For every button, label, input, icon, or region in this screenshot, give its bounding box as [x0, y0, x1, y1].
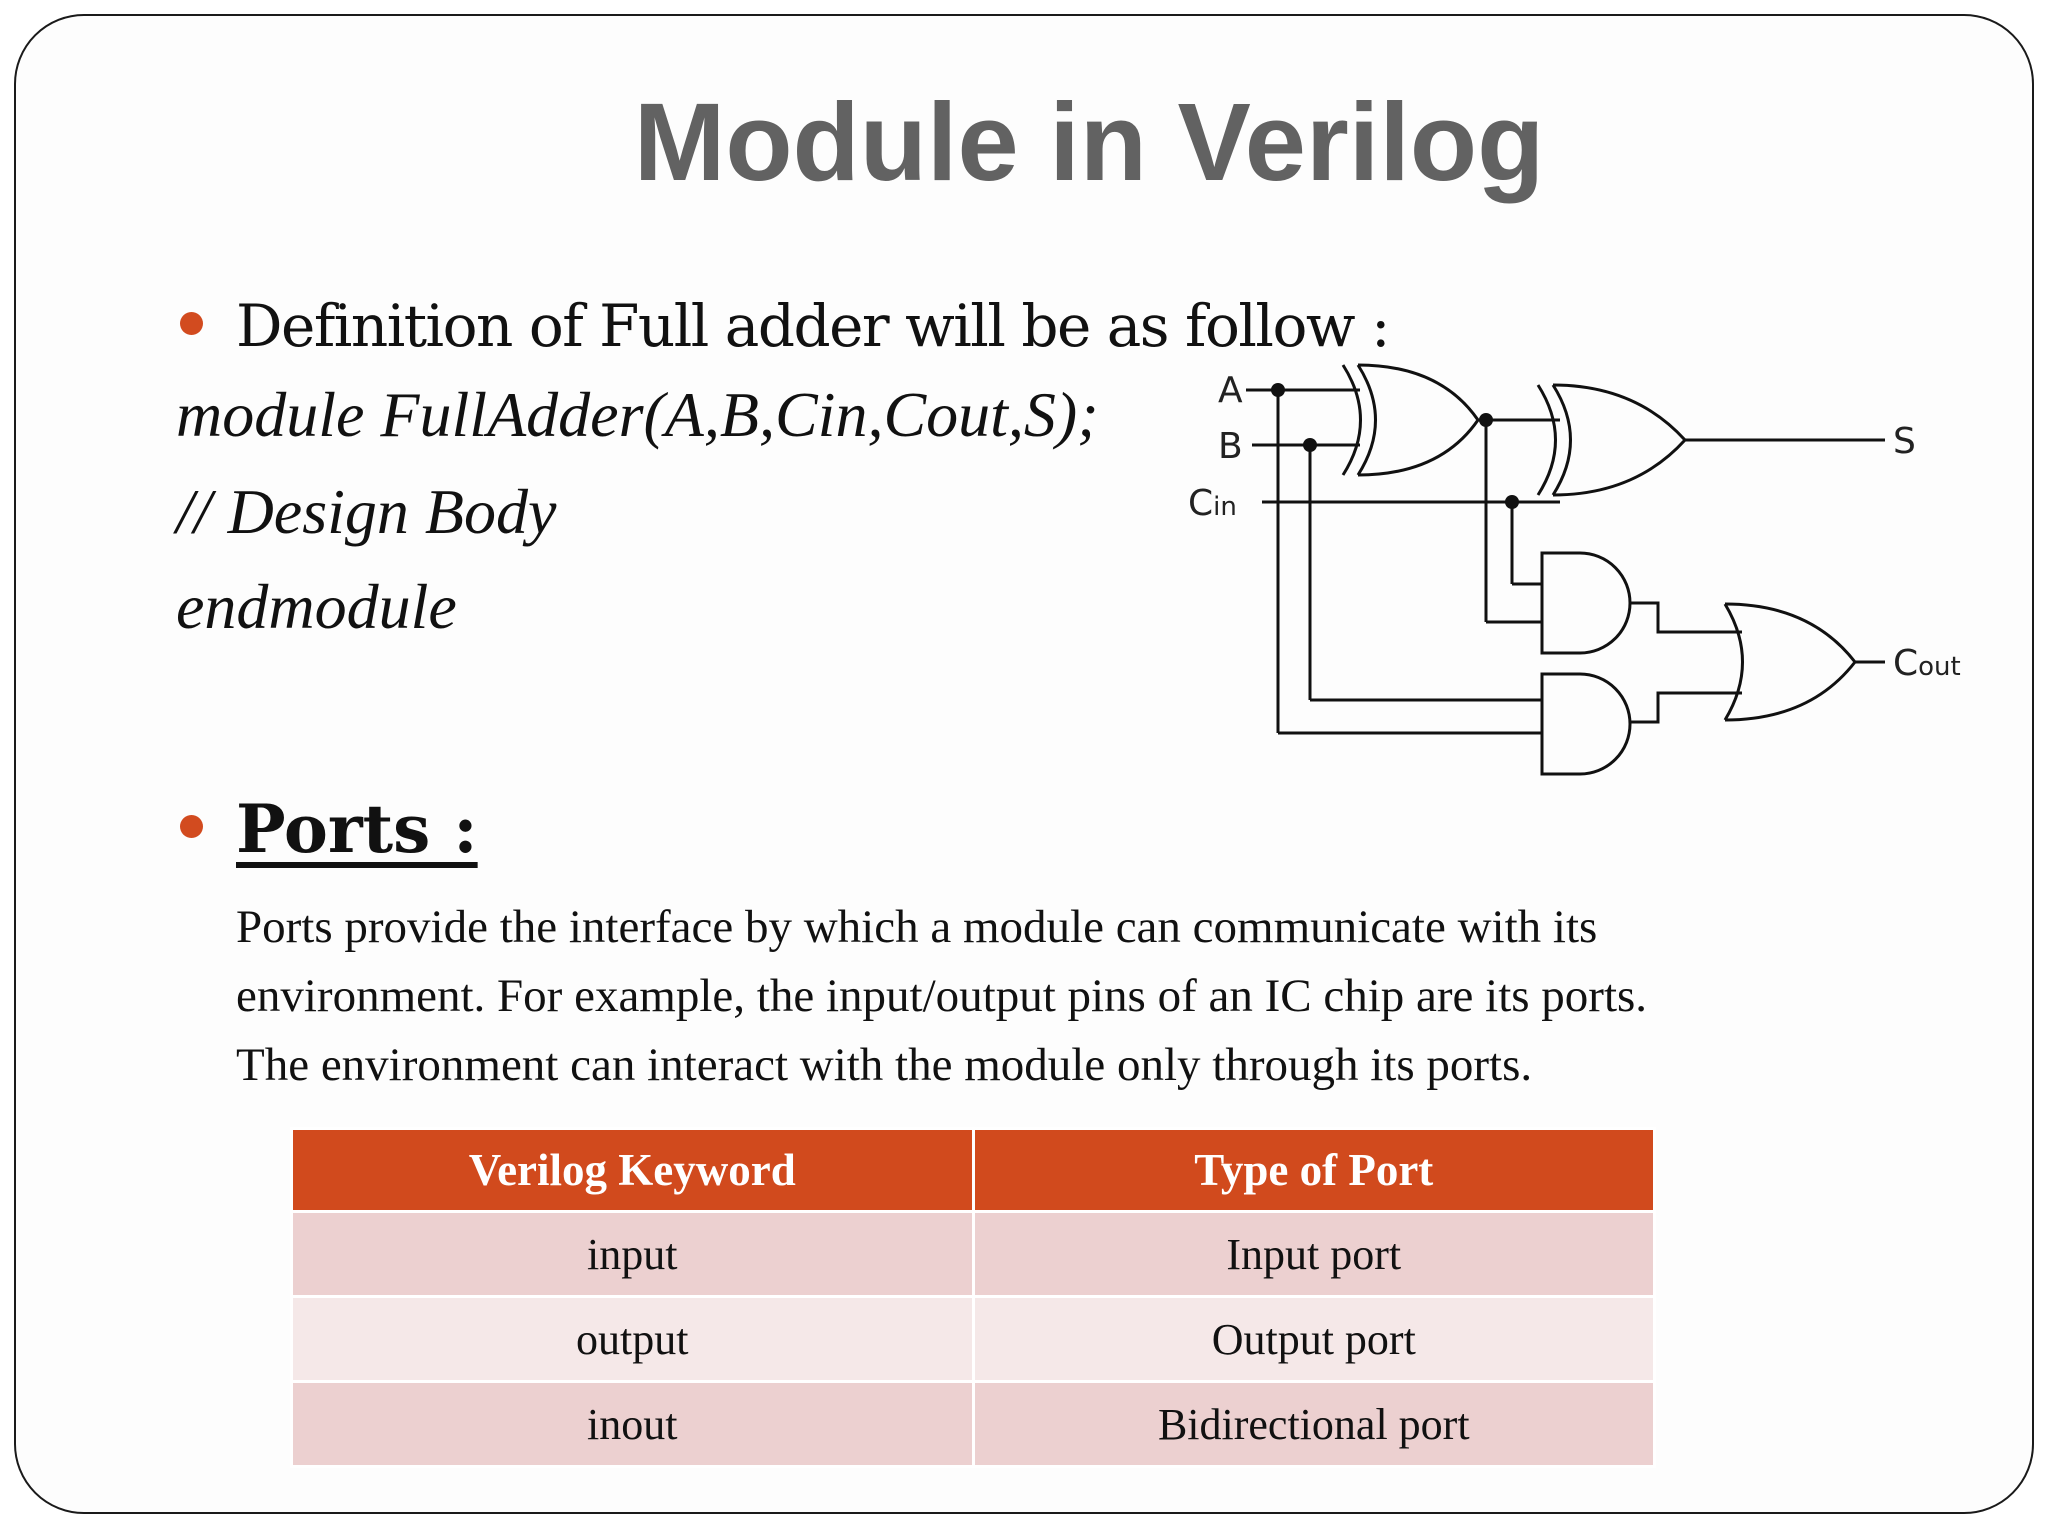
table-header-row: Verilog Keyword Type of Port: [290, 1127, 1656, 1213]
keyword-cell: inout: [290, 1380, 975, 1468]
label-cout: Cout: [1893, 643, 1961, 684]
label-cin: Cin: [1188, 483, 1237, 524]
label-s: S: [1893, 421, 1916, 462]
code-line-1: module FullAdder(A,B,Cin,Cout,S);: [176, 379, 1099, 450]
table-row: input Input port: [290, 1210, 1656, 1298]
label-b: B: [1218, 426, 1243, 467]
header-verilog-keyword: Verilog Keyword: [290, 1127, 975, 1213]
label-a: A: [1218, 370, 1243, 411]
paragraph-line-3: The environment can interact with the mo…: [236, 1039, 1533, 1091]
ports-heading: Ports :: [236, 790, 478, 868]
paragraph-line-2: environment. For example, the input/outp…: [236, 970, 1648, 1022]
type-cell: Bidirectional port: [971, 1380, 1656, 1468]
code-line-3: endmodule: [176, 571, 457, 642]
paragraph-line-1: Ports provide the interface by which a m…: [236, 901, 1598, 953]
type-cell: Input port: [971, 1210, 1656, 1298]
full-adder-circuit: A B Cin S Cout: [1188, 363, 1961, 776]
ports-paragraph: Ports provide the interface by which a m…: [236, 893, 1856, 1100]
type-cell: Output port: [971, 1295, 1656, 1383]
keyword-cell: input: [290, 1210, 975, 1298]
table-row: inout Bidirectional port: [290, 1380, 1656, 1468]
header-type-of-port: Type of Port: [971, 1127, 1656, 1213]
table-row: output Output port: [290, 1295, 1656, 1383]
definition-text: Definition of Full adder will be as foll…: [236, 292, 1391, 360]
code-line-2: // Design Body: [176, 476, 557, 547]
slide-title: Module in Verilog: [633, 81, 1545, 204]
ports-table: Verilog Keyword Type of Port input Input…: [290, 1127, 1656, 1468]
keyword-cell: output: [290, 1295, 975, 1383]
bullet-dot-1: [180, 312, 203, 335]
bullet-dot-2: [180, 815, 203, 838]
